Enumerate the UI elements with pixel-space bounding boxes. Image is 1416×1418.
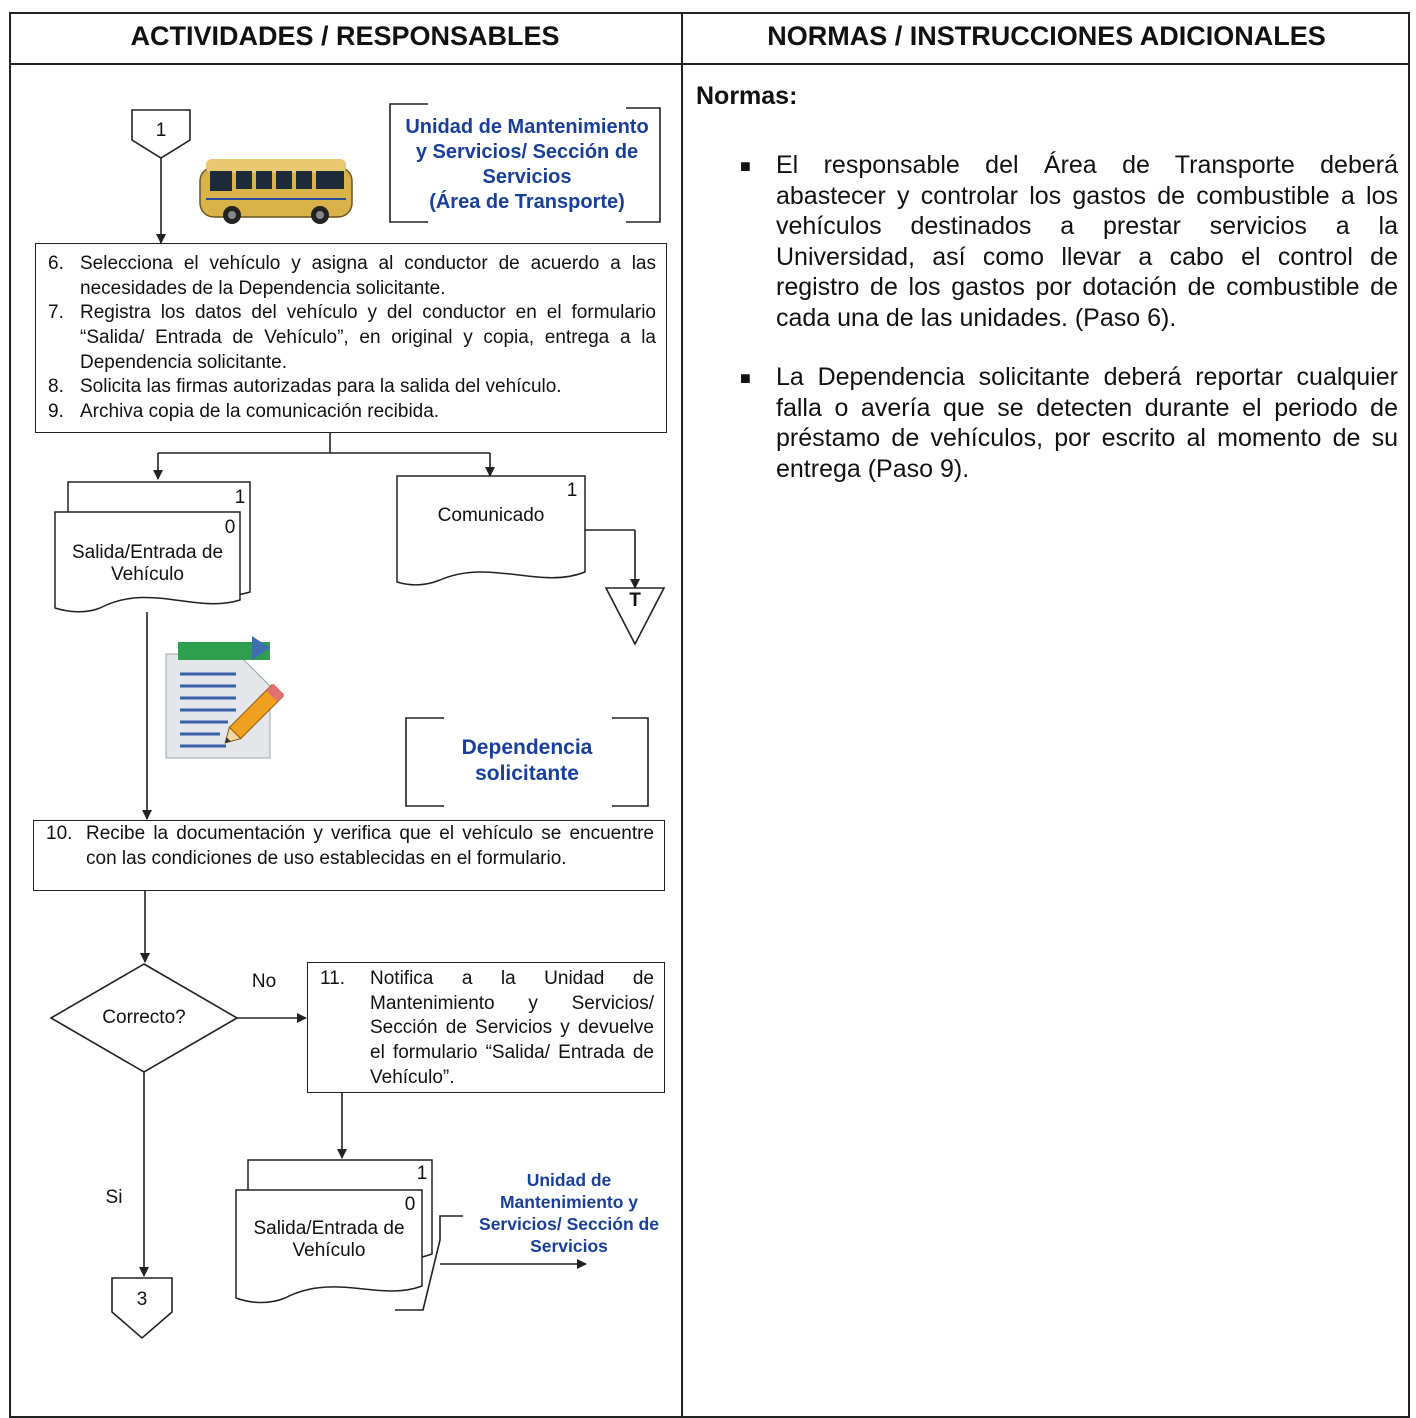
step-text: Registra los datos del vehículo y del co… — [80, 302, 656, 373]
step-number: 8. — [48, 376, 64, 398]
unit-requesting-dependency: Dependencia solicitante — [420, 735, 634, 788]
unit-line: Unidad de Mantenimiento — [405, 116, 649, 138]
form2-copy-top: 1 — [416, 1163, 428, 1184]
unit-line: Servicios — [482, 166, 572, 188]
step-number: 9. — [48, 401, 64, 423]
doc-label-line: Salida/Entrada de — [71, 542, 224, 563]
unit-line: Mantenimiento y — [499, 1191, 639, 1212]
step-item: 11. Notifica a la Unidad de Mantenimient… — [320, 967, 654, 1090]
form1-copy-front: 0 — [224, 517, 236, 538]
connector-end-shape — [111, 1277, 173, 1340]
step-text: Recibe la documentación y verifica que e… — [86, 823, 654, 869]
step-text: Solicita las firmas autorizadas para la … — [80, 376, 562, 398]
form1-copy-top: 1 — [234, 487, 246, 508]
connector-end-label: 3 — [136, 1289, 148, 1310]
terminator-label: T — [629, 590, 641, 611]
connector-top-label: 1 — [155, 120, 167, 141]
decision-no-label: No — [251, 971, 277, 992]
unit-line: y Servicios/ Sección de — [415, 141, 639, 163]
step-item: 7. Registra los datos del vehículo y del… — [48, 301, 656, 375]
bus-icon — [199, 159, 353, 224]
unit-maintenance-services: Unidad de Mantenimiento y Servicios/ Sec… — [470, 1170, 668, 1258]
rule-item: ■ El responsable del Área de Transporte … — [740, 150, 1398, 333]
step-item: 10. Recibe la documentación y verifica q… — [46, 822, 654, 871]
step-item: 6. Selecciona el vehículo y asigna al co… — [48, 252, 656, 301]
step-text: Selecciona el vehículo y asigna al condu… — [80, 253, 656, 299]
comunicado-label: Comunicado — [437, 505, 545, 526]
unit-line: Dependencia — [461, 736, 593, 759]
table-frame — [9, 12, 1410, 1418]
doc-label-line: Vehículo — [111, 564, 184, 585]
connector-top-shape — [131, 109, 191, 159]
unit-line: solicitante — [475, 762, 579, 786]
step-box-6-9: 6. Selecciona el vehículo y asigna al co… — [35, 243, 667, 433]
bullet-icon: ■ — [740, 156, 751, 176]
step-text: Archiva copia de la comunicación recibid… — [80, 401, 440, 423]
rules-heading: Normas: — [696, 82, 798, 110]
comunicado-copy: 1 — [566, 480, 578, 501]
form2-copy-front: 0 — [404, 1194, 416, 1215]
decision-label: Correcto? — [102, 1007, 186, 1028]
rule-text: El responsable del Área de Transporte de… — [776, 151, 1398, 332]
step-text: Notifica a la Unidad de Mantenimiento y … — [370, 968, 654, 1088]
step-number: 7. — [48, 302, 64, 324]
step-number: 6. — [48, 253, 64, 274]
decision-yes-label: Si — [105, 1187, 123, 1208]
form2-label: Salida/Entrada de Vehículo — [236, 1218, 422, 1262]
column-divider — [681, 12, 683, 1418]
doc-label-line: Salida/Entrada de — [253, 1218, 405, 1239]
header-divider — [9, 63, 1410, 65]
form1-label: Salida/Entrada de Vehículo — [55, 542, 240, 586]
unit-line: Unidad de — [526, 1170, 612, 1190]
step-number: 10. — [46, 823, 73, 844]
unit-line: Servicios — [530, 1235, 608, 1256]
step-item: 9. Archiva copia de la comunicación reci… — [48, 400, 656, 425]
rule-item: ■ La Dependencia solicitante deberá repo… — [740, 362, 1398, 484]
header-rules: NORMAS / INSTRUCCIONES ADICIONALES — [767, 21, 1326, 51]
rule-text: La Dependencia solicitante deberá report… — [776, 363, 1398, 483]
document-edit-icon — [165, 636, 285, 759]
unit-line: Servicios/ Sección de — [479, 1213, 659, 1234]
step-item: 8. Solicita las firmas autorizadas para … — [48, 375, 656, 400]
doc-label-line: Vehículo — [292, 1240, 366, 1261]
unit-line: (Área de Transporte) — [429, 191, 625, 213]
step-number: 11. — [320, 968, 346, 989]
step-box-10: 10. Recibe la documentación y verifica q… — [33, 820, 665, 891]
header-activities: ACTIVIDADES / RESPONSABLES — [130, 21, 560, 51]
bullet-icon: ■ — [740, 368, 751, 388]
terminator-shape — [604, 587, 666, 646]
unit-maintenance-transport: Unidad de Mantenimiento y Servicios/ Sec… — [396, 115, 658, 215]
step-box-11: 11. Notifica a la Unidad de Mantenimient… — [307, 962, 665, 1093]
